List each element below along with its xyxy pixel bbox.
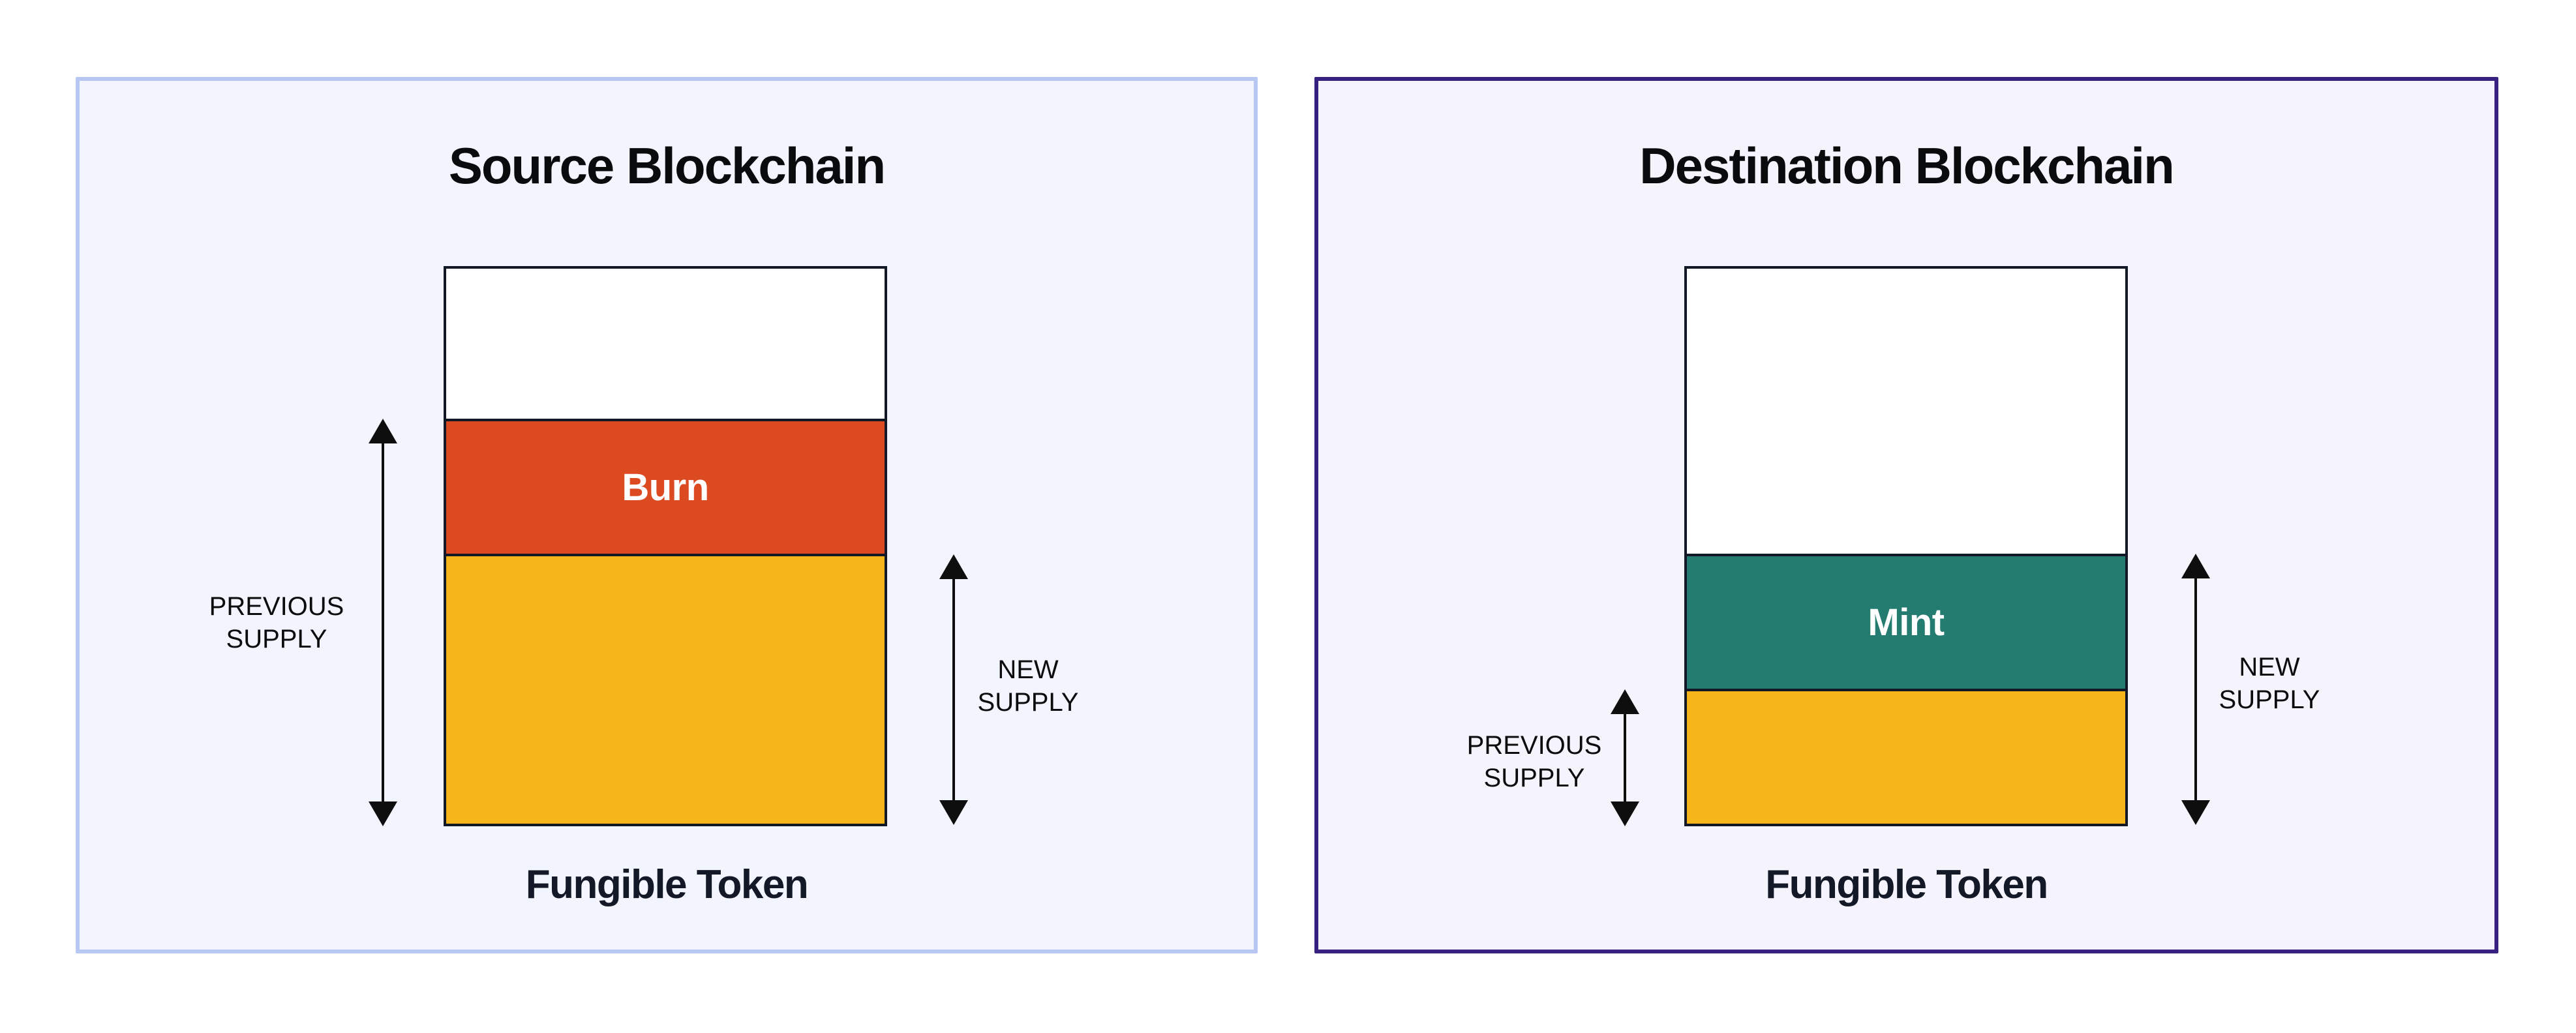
- source-token-type-label: Fungible Token: [525, 862, 809, 907]
- destination-token-supply-bar: Mint: [1684, 266, 2128, 826]
- previous-supply-label-line1: PREVIOUS: [1466, 731, 1602, 760]
- arrow-down-head-icon: [369, 801, 397, 826]
- source-previous-supply-label: PREVIOUS SUPPLY: [146, 590, 407, 655]
- destination-token-type-label: Fungible Token: [1765, 862, 2048, 907]
- destination-previous-supply-label: PREVIOUS SUPPLY: [1404, 729, 1665, 794]
- new-supply-label-line1: NEW: [997, 655, 1059, 684]
- destination-blockchain-panel: Destination Blockchain Mint PREVIOUS SUP…: [1314, 77, 2498, 953]
- arrow-down-head-icon: [2181, 800, 2210, 825]
- arrow-shaft: [382, 423, 384, 822]
- previous-supply-label-line2: SUPPLY: [1483, 764, 1585, 792]
- source-new-supply-label: NEW SUPPLY: [898, 653, 1159, 719]
- arrow-shaft: [952, 558, 955, 821]
- new-supply-label-line2: SUPPLY: [2219, 685, 2320, 714]
- source-untouched-supply-segment: [446, 269, 885, 419]
- mint-segment-label: Mint: [1868, 601, 1945, 644]
- destination-untouched-supply-segment: [1687, 269, 2125, 554]
- destination-previous-supply-segment: [1687, 689, 2125, 824]
- new-supply-label-line2: SUPPLY: [977, 688, 1079, 717]
- source-panel-title: Source Blockchain: [448, 137, 886, 194]
- destination-new-supply-label: NEW SUPPLY: [2139, 651, 2400, 716]
- source-previous-supply-arrow: [369, 419, 397, 826]
- arrow-down-head-icon: [1611, 801, 1639, 826]
- source-token-supply-bar: Burn: [444, 266, 887, 826]
- previous-supply-label-line2: SUPPLY: [226, 625, 327, 653]
- previous-supply-label-line1: PREVIOUS: [209, 592, 344, 621]
- mint-segment: Mint: [1687, 554, 2125, 689]
- burn-segment-label: Burn: [622, 466, 709, 509]
- arrow-down-head-icon: [939, 800, 968, 825]
- destination-new-supply-arrow: [2181, 554, 2210, 825]
- source-new-supply-arrow: [939, 554, 968, 825]
- destination-panel-title: Destination Blockchain: [1639, 137, 2175, 194]
- burn-segment: Burn: [446, 419, 885, 554]
- destination-previous-supply-arrow: [1611, 689, 1639, 826]
- new-supply-label-line1: NEW: [2239, 653, 2300, 681]
- arrow-shaft: [2194, 558, 2197, 821]
- source-blockchain-panel: Source Blockchain Burn PREVIOUS SUPPLY N…: [76, 77, 1258, 953]
- source-new-supply-segment: [446, 554, 885, 824]
- arrow-shaft: [1624, 693, 1626, 822]
